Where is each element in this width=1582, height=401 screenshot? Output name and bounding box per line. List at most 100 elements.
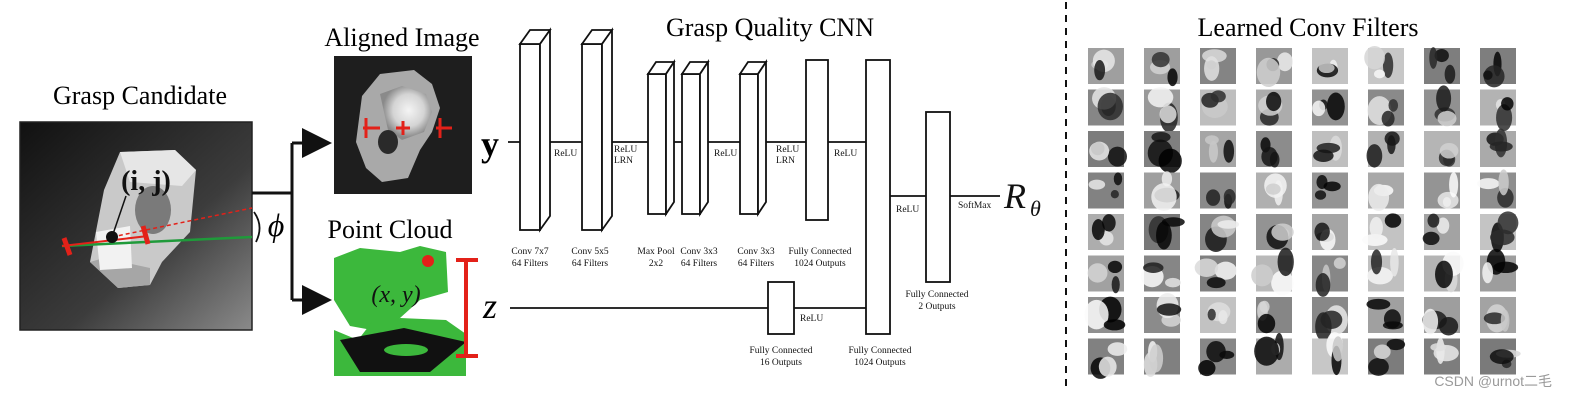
filter-thumbnail (1200, 172, 1236, 209)
layer-caption-3a: Max Pool (637, 247, 675, 257)
layer-fc2 (925, 111, 951, 283)
relu-label-2: ReLU (614, 145, 637, 155)
filter-thumbnail (1312, 297, 1348, 342)
filter-thumbnail (1364, 46, 1404, 84)
filter-thumbnail (1194, 255, 1237, 292)
layer-caption-9a: Fully Connected (905, 290, 968, 300)
filter-thumbnail (1480, 48, 1516, 88)
filter-thumbnail (1198, 338, 1236, 377)
filter-thumbnail (1477, 169, 1516, 209)
layer-caption-7b: 16 Outputs (760, 358, 802, 368)
filter-thumbnail (1312, 172, 1348, 209)
filter-thumbnail (1256, 297, 1292, 334)
output-label: R θ (1003, 176, 1041, 221)
filter-thumbnail (1087, 255, 1124, 294)
relu-label-4: ReLU (776, 145, 799, 155)
filters-title: Learned Conv Filters (1198, 13, 1419, 42)
point-cloud-title: Point Cloud (328, 215, 453, 244)
point-cloud-image: (x, y) (334, 246, 478, 376)
filter-thumbnail (1143, 338, 1180, 377)
filter-thumbnail (1256, 48, 1293, 88)
filter-thumbnail (1144, 131, 1182, 174)
aligned-image (334, 56, 472, 194)
layer-caption-6b: 1024 Outputs (794, 259, 846, 269)
filter-thumbnail (1251, 247, 1294, 296)
filter-thumbnail (1368, 338, 1406, 376)
layer-caption-5a: Conv 3x3 (737, 247, 774, 257)
layer-caption-4a: Conv 3x3 (680, 247, 717, 257)
layer-fc1024-b (865, 59, 891, 335)
filter-thumbnail (1256, 172, 1292, 209)
layer-caption-6a: Fully Connected (788, 247, 851, 257)
layer-caption-9b: 2 Outputs (918, 302, 956, 312)
watermark: CSDN @urnot二毛 (1434, 373, 1552, 389)
filter-thumbnail (1424, 85, 1460, 127)
filter-thumbnail (1312, 332, 1348, 376)
layer-conv3x3-a (680, 59, 710, 217)
filter-thumbnail (1424, 337, 1460, 375)
filter-thumbnail (1480, 297, 1516, 333)
filter-thumbnail (1480, 248, 1519, 292)
input-z-label: z (482, 286, 497, 326)
filter-thumbnail (1088, 172, 1124, 209)
filter-thumbnail (1480, 128, 1516, 167)
input-y-label: y (481, 124, 499, 164)
filter-thumbnail (1424, 131, 1460, 167)
layer-maxpool (646, 59, 676, 217)
softmax-label: SoftMax (958, 200, 992, 211)
filter-thumbnail (1144, 214, 1185, 250)
filter-thumbnail (1200, 89, 1236, 126)
layer-caption-8a: Fully Connected (848, 346, 911, 356)
filter-thumbnail (1144, 293, 1182, 333)
filter-thumbnail (1424, 251, 1464, 293)
layer-caption-1a: Conv 7x7 (511, 247, 548, 257)
layer-conv5x5 (580, 27, 614, 233)
layer-fc16 (767, 281, 795, 335)
layer-caption-7a: Fully Connected (749, 346, 812, 356)
filter-thumbnail (1312, 89, 1348, 126)
grasp-candidate-image: (i, j) (19, 121, 253, 331)
filter-thumbnail (1256, 131, 1292, 168)
filter-thumbnail (1144, 87, 1180, 133)
filter-grid (1084, 46, 1521, 379)
relu-label-5: ReLU (834, 149, 857, 159)
point-cloud-coord-label: (x, y) (371, 282, 420, 308)
filter-thumbnail (1256, 89, 1292, 126)
aligned-image-title: Aligned Image (324, 23, 479, 52)
filter-thumbnail (1480, 89, 1516, 132)
layer-caption-8b: 1024 Outputs (854, 358, 906, 368)
angle-arc (253, 211, 261, 243)
layer-caption-4b: 64 Filters (681, 259, 717, 269)
filter-thumbnail (1424, 47, 1460, 84)
relu-label-1: ReLU (554, 149, 577, 159)
filter-thumbnail (1366, 131, 1404, 168)
relu-label-3: ReLU (714, 149, 737, 159)
lrn-label-1: LRN (614, 156, 633, 166)
filter-thumbnail (1088, 87, 1124, 126)
output-r: R (1003, 176, 1026, 216)
filter-thumbnail (1312, 48, 1348, 84)
cnn-title: Grasp Quality CNN (666, 13, 874, 42)
filter-thumbnail (1367, 89, 1404, 127)
layer-caption-2a: Conv 5x5 (571, 247, 608, 257)
filter-thumbnail (1368, 172, 1404, 212)
filter-thumbnail (1088, 48, 1124, 84)
relu-label-7: ReLU (896, 205, 919, 215)
filter-thumbnail (1140, 255, 1181, 292)
layer-fc1024-a (805, 59, 829, 221)
filter-thumbnail (1422, 213, 1460, 250)
grasp-angle-label: ϕ (268, 207, 285, 243)
filter-thumbnail (1367, 247, 1404, 292)
filter-thumbnail (1312, 214, 1348, 251)
grasp-candidate-title: Grasp Candidate (53, 81, 227, 110)
filter-thumbnail (1200, 297, 1236, 333)
layer-caption-3b: 2x2 (649, 259, 664, 269)
filter-thumbnail (1480, 211, 1519, 253)
layer-caption-1b: 64 Filters (512, 259, 548, 269)
branch-arrows (252, 128, 332, 315)
filter-thumbnail (1088, 214, 1124, 250)
lrn-label-2: LRN (776, 156, 795, 166)
filter-thumbnail (1362, 213, 1404, 250)
filter-thumbnail (1200, 48, 1236, 84)
